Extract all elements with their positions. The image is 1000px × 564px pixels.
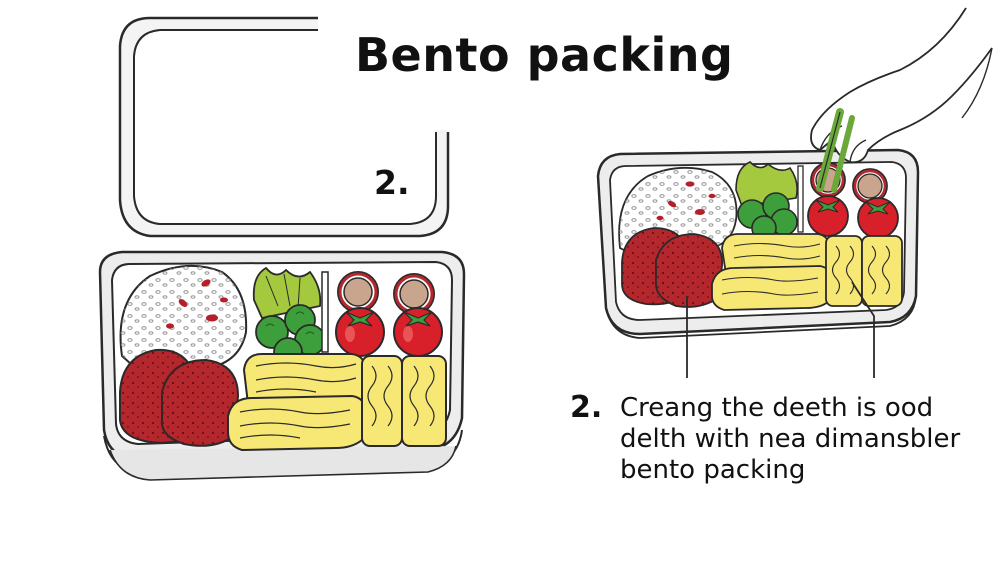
caption-line: Creang the deeth is ood (620, 393, 934, 423)
pointer-line-omelette (851, 281, 875, 378)
hand-with-chopsticks (810, 7, 993, 193)
cherry-tomatoes-small (807, 195, 899, 239)
bento-lid (118, 10, 458, 238)
divider-pick-small (797, 165, 804, 233)
rolled-omelette (227, 353, 447, 452)
caption-text: Creang the deeth is ood delth with nea d… (620, 393, 960, 486)
meat-patties-small (621, 227, 723, 308)
lid-step-number: 2. (374, 163, 410, 202)
caption-line: bento packing (620, 455, 806, 485)
meat-patties (119, 348, 240, 447)
packed-bento-box (596, 148, 920, 378)
rolled-omelette-small (711, 233, 903, 311)
open-bento-box (98, 10, 466, 481)
lettuce-and-broccoli (252, 266, 326, 367)
caption-line: delth with nea dimansbler (620, 424, 961, 454)
caption-step-number: 2. (570, 390, 603, 425)
divider-pick (321, 271, 329, 353)
page-title: Bento packing (355, 28, 734, 82)
cherry-tomatoes (335, 307, 443, 357)
rice-portion (119, 264, 248, 374)
